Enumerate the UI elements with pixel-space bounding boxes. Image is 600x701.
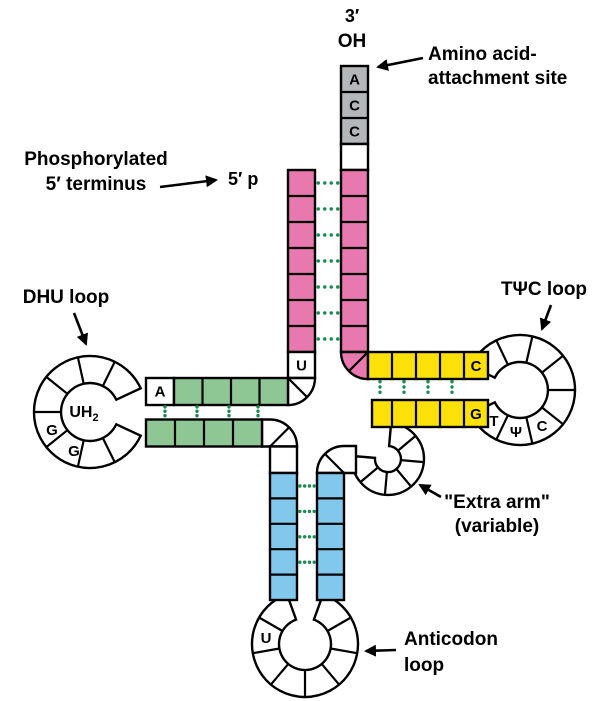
amino-attachment-label-line2: attachment site <box>428 68 567 89</box>
segment-dividers <box>173 90 466 576</box>
acceptor-stem <box>286 168 370 407</box>
base-a-3prime: A <box>349 72 360 89</box>
base-c2-3prime: C <box>349 124 360 141</box>
phosphorylated-label-line2: 5′ terminus <box>46 174 147 195</box>
t-stem-top-strand <box>366 350 490 381</box>
extra-arm-label-line1: "Extra arm" <box>444 492 550 513</box>
tpc-loop-label: TΨC loop <box>501 279 587 300</box>
extra-arm-arrow <box>418 483 442 499</box>
dhu-loop-arrow <box>72 312 88 346</box>
tpc-loop-ring <box>468 333 577 447</box>
base-c-tstem: C <box>471 358 482 375</box>
anticodon-loop-ring <box>250 592 360 699</box>
base-g1-dhu: G <box>46 422 58 439</box>
five-prime-p-label: 5′ p <box>228 169 258 189</box>
base-t-tpc: T <box>489 413 498 430</box>
base-u-unpaired: U <box>296 358 307 375</box>
connector-elbows <box>260 418 358 475</box>
acceptor-stem-3prime-strand <box>339 168 370 354</box>
dhu-loop-ring <box>32 354 143 470</box>
extra-arm-label-line2: (variable) <box>455 516 539 537</box>
extra-arm-ring <box>350 421 426 497</box>
t-stem-pairing-dots <box>378 379 454 400</box>
base-a-dstem: A <box>155 384 166 401</box>
three-prime-label: 3′ <box>345 6 359 26</box>
anticodon-arrow <box>364 644 397 657</box>
base-psi-tpc: Ψ <box>510 424 522 441</box>
dhu-loop-label: DHU loop <box>23 287 110 308</box>
oh-label: OH <box>338 31 367 52</box>
acceptor-stem-5prime-strand <box>286 168 317 354</box>
anticodon-pairing-dots <box>298 484 316 564</box>
acceptor-pairing-dots <box>316 181 340 341</box>
anticodon-stem-left-strand <box>268 471 299 602</box>
base-g-tstem: G <box>470 406 482 423</box>
dhu-center-label: UH2 <box>69 404 98 424</box>
base-c-tpc: C <box>537 418 548 435</box>
amino-attachment-arrow <box>376 56 424 71</box>
base-c1-3prime: C <box>349 98 360 115</box>
d-stem-pairing-dots <box>163 405 260 420</box>
amino-attachment-label-line1: Amino acid- <box>428 44 537 65</box>
base-g2-dhu: G <box>68 443 80 460</box>
phosphorylated-arrow <box>159 175 218 189</box>
anticodon-label-line1: Anticodon <box>404 629 498 650</box>
phosphorylated-label-line1: Phosphorylated <box>24 149 168 170</box>
anticodon-label-line2: loop <box>404 655 444 676</box>
anticodon-stem-right-strand <box>315 471 346 602</box>
tpc-loop-arrow <box>539 304 553 331</box>
anticodon-stem <box>268 471 346 602</box>
base-u-anticodon: U <box>261 630 272 647</box>
amino-acid-attachment-stack <box>339 64 370 172</box>
